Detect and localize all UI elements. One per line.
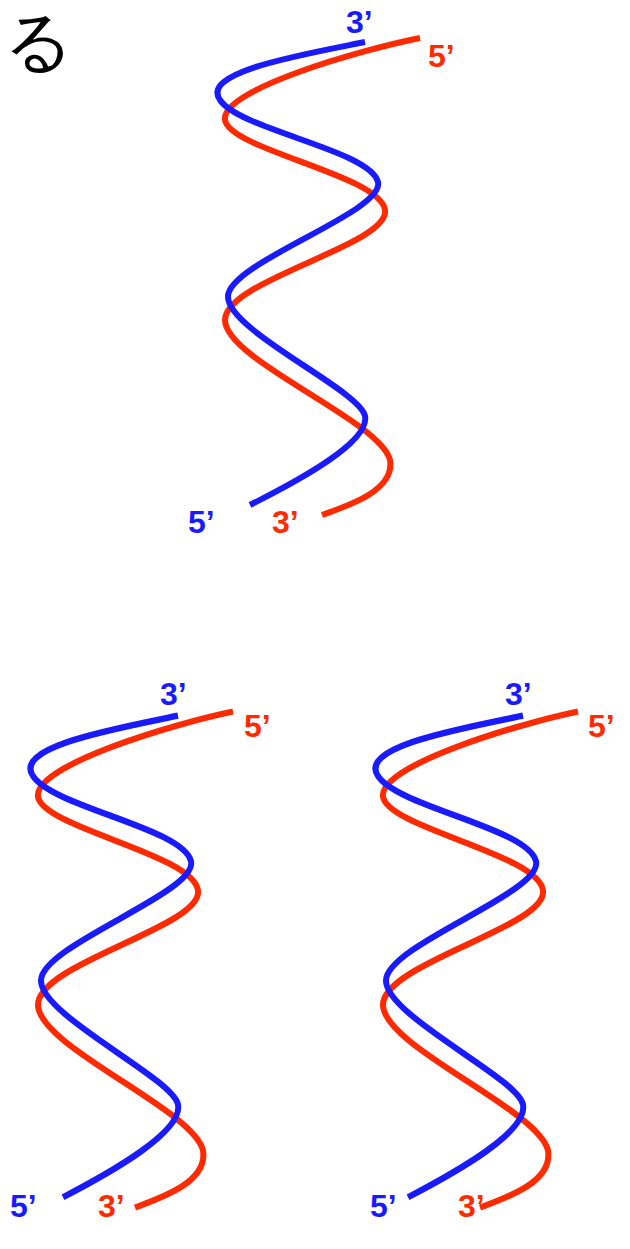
strand-end-label: 3’ (505, 678, 532, 710)
strand-end-label: 5’ (244, 710, 271, 742)
red-strand (225, 38, 420, 515)
strand-end-label: 3’ (346, 6, 373, 38)
strand-end-label: 5’ (188, 506, 215, 538)
heading-fragment: る (4, 8, 74, 76)
red-strand (383, 712, 578, 1208)
strand-end-label: 5’ (588, 710, 615, 742)
helix-top (217, 38, 420, 515)
strand-end-label: 3’ (98, 1190, 125, 1222)
strand-end-label: 3’ (458, 1190, 485, 1222)
helix-bottom-right (375, 712, 578, 1208)
red-strand (38, 712, 233, 1208)
strand-end-label: 5’ (370, 1190, 397, 1222)
strand-end-label: 5’ (10, 1190, 37, 1222)
strand-end-label: 3’ (160, 678, 187, 710)
blue-strand (375, 716, 536, 1198)
helix-bottom-left (30, 712, 233, 1208)
blue-strand (30, 716, 191, 1198)
blue-strand (217, 42, 378, 505)
strand-end-label: 3’ (272, 506, 299, 538)
strand-end-label: 5’ (428, 40, 455, 72)
